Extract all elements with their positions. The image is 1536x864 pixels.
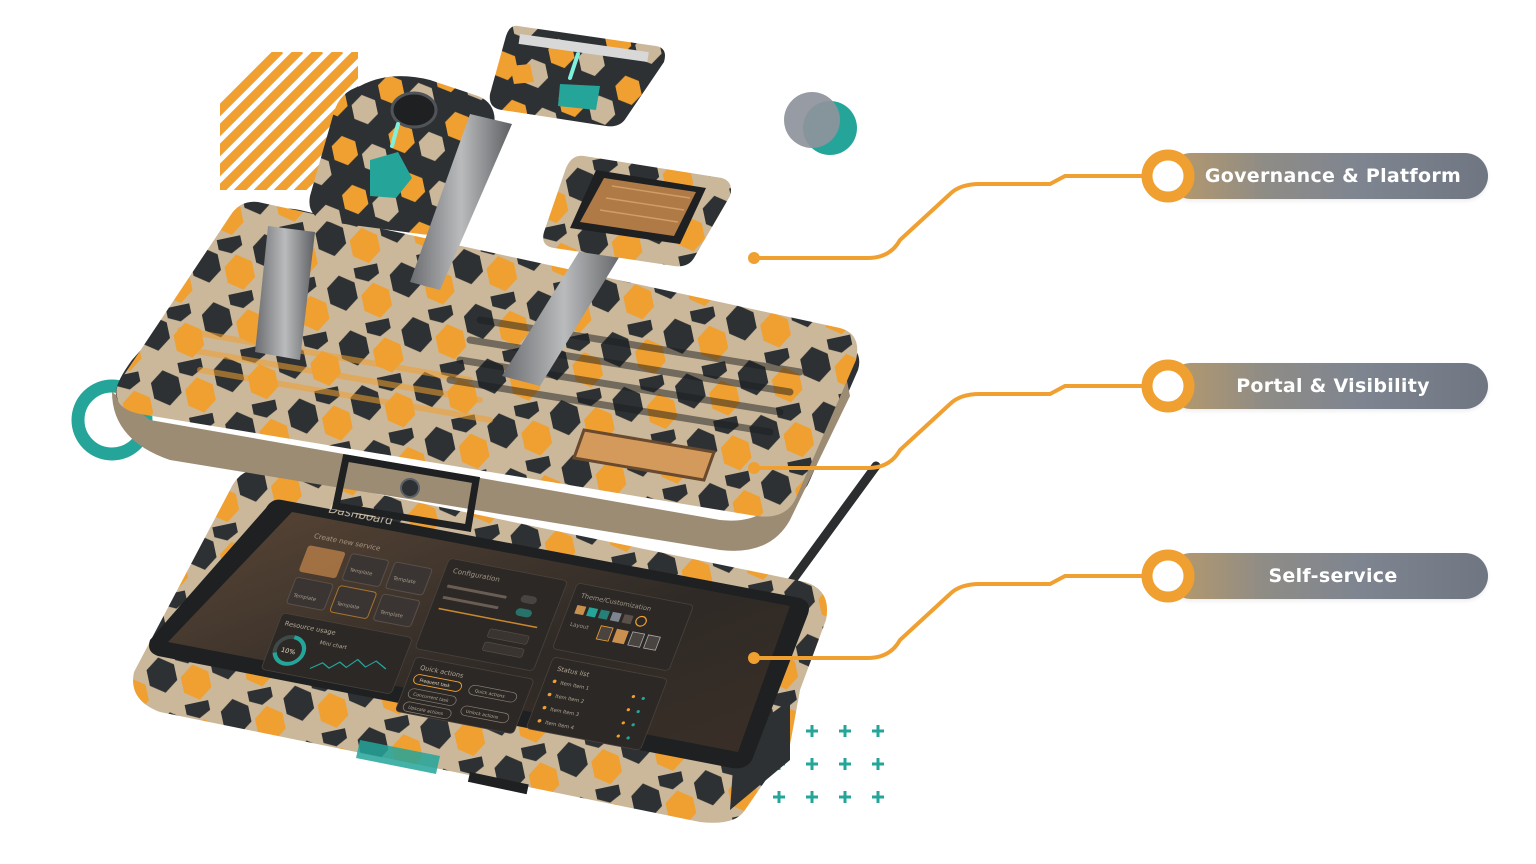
hard-case-icon [112,201,860,551]
callout-label: Portal & Visibility [1236,375,1430,397]
callout-self-service: Self-service [1168,553,1488,599]
usage-percent: 10% [280,646,297,656]
callout-portal-visibility: Portal & Visibility [1168,363,1488,409]
callout-dots [748,252,760,664]
screen-layout-label: Layout [569,622,590,631]
mini-chart-label: Mini chart [319,640,349,651]
template-label-2: Template [391,576,417,586]
circles-decor [784,92,857,155]
callout-label: Governance & Platform [1204,165,1462,187]
status-item-2: Item Item 2 [554,694,585,705]
callout-connectors [752,174,1170,660]
quick-action-5: Unlock actions [465,709,500,721]
callout-governance-platform: Governance & Platform [1168,153,1488,199]
chip-key-icon [502,155,731,386]
template-label-5: Template [378,609,404,619]
template-label-1: Template [348,567,374,577]
template-label-4: Template [335,601,361,611]
quick-action-1: Frequent task [418,678,451,690]
callout-label: Self-service [1268,565,1398,587]
status-item-3: Item Item 3 [549,707,580,718]
status-item-4: Item Item 4 [544,720,575,731]
template-label-3: Template [291,593,317,603]
key-icon [410,25,665,290]
key-fob-icon [255,76,495,360]
rugged-tablet-icon: Dashboard Create new service Template Te… [133,461,881,823]
status-item-1: Item Item 1 [559,681,590,692]
quick-action-2: Quick actions [474,688,507,699]
